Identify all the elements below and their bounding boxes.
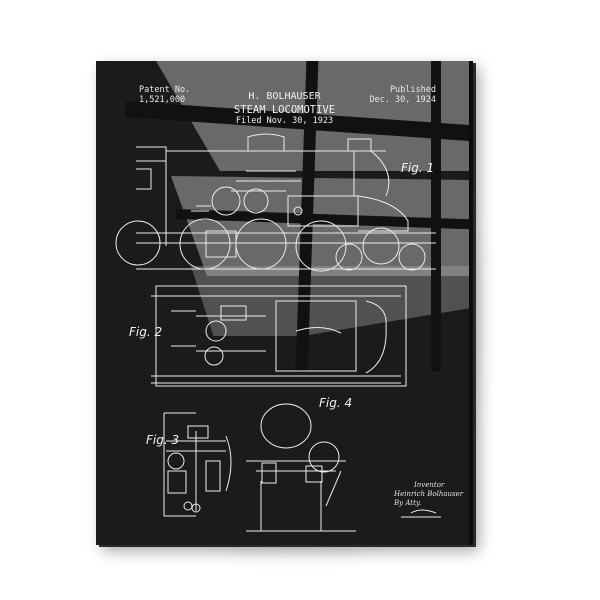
patent-number: 1,521,000 — [139, 95, 186, 105]
inventor-name: H. BOLHAUSER — [248, 91, 321, 102]
patent-title: STEAM LOCOMOTIVE — [233, 104, 336, 116]
patent-number-block: Patent No. 1,521,000 — [139, 85, 190, 105]
published-block: Published Dec. 30, 1924 — [369, 85, 436, 105]
signature-inventor-label: Inventor — [414, 481, 445, 489]
fig3-section-drawing — [163, 412, 232, 517]
fig4-label: Fig. 4 — [319, 396, 353, 410]
signature-flourish — [401, 509, 441, 518]
panel-edge — [469, 61, 473, 545]
fig3-label: Fig. 3 — [146, 433, 180, 447]
signature-by: By Atty. — [394, 499, 422, 507]
published-label: Published — [389, 85, 436, 95]
signature-block: Inventor Heinrich Bolhauser By Atty. — [394, 481, 463, 508]
fig1-label: Fig. 1 — [401, 161, 435, 175]
fig1-locomotive-drawing — [115, 133, 436, 272]
published-date: Dec. 30, 1924 — [369, 95, 436, 105]
patent-number-label: Patent No. — [139, 85, 191, 95]
fig2-label: Fig. 2 — [129, 325, 163, 339]
reflection-mullion-2 — [431, 61, 441, 371]
fig2-plan-drawing — [151, 285, 407, 387]
filed-date: Filed Nov. 30, 1923 — [235, 116, 334, 126]
acrylic-print-panel: Patent No. 1,521,000 Published Dec. 30, … — [96, 61, 473, 545]
signature-name: Heinrich Bolhauser — [394, 490, 464, 498]
fig4-end-drawing — [246, 403, 356, 532]
patent-drawings — [115, 133, 441, 532]
